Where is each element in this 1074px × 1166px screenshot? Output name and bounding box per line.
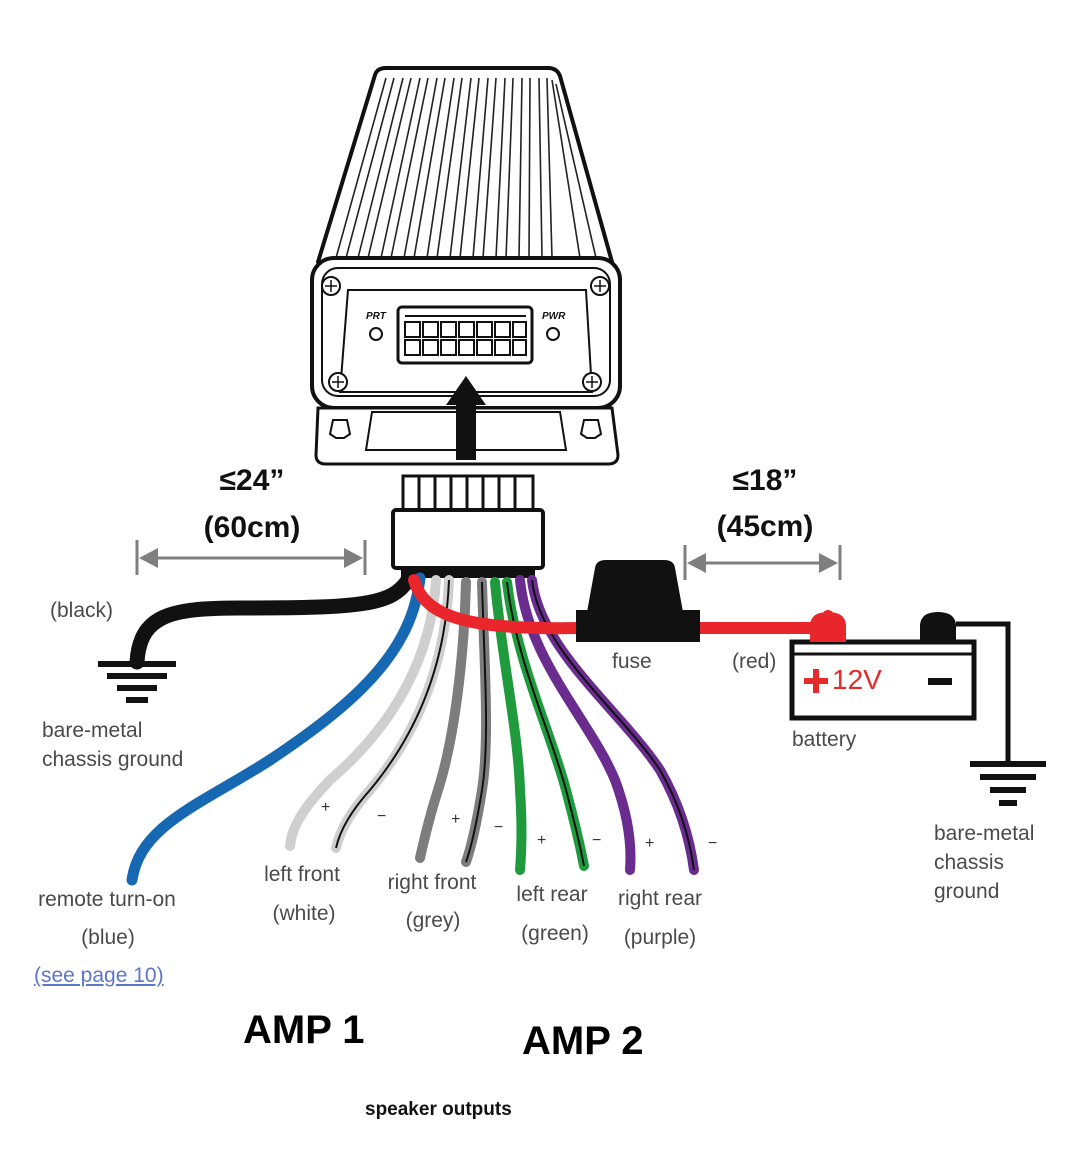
remote-label: remote turn-on xyxy=(38,888,176,911)
fuse-label: fuse xyxy=(612,650,652,673)
left-rear-label: left rear xyxy=(516,883,588,906)
purple-plus-wire xyxy=(515,575,636,875)
right-rear-label: right rear xyxy=(617,887,703,910)
grey-plus-mark: + xyxy=(451,811,461,828)
amplifier xyxy=(310,66,622,466)
pwr-led-label: PWR xyxy=(542,311,566,322)
purple-plus-mark: + xyxy=(645,835,655,852)
grey-plus-wire xyxy=(415,577,471,863)
fuse xyxy=(576,560,700,642)
left-front-label: left front xyxy=(264,863,340,886)
white-plus-mark: + xyxy=(321,799,331,816)
amp1-label: AMP 1 xyxy=(243,1008,365,1052)
left-front-color: (white) xyxy=(272,902,336,925)
remote-color: (blue) xyxy=(81,926,135,949)
ground-wire-right xyxy=(956,621,1011,762)
dimension-right xyxy=(683,545,842,580)
green-plus-mark: + xyxy=(537,832,547,849)
dimension-right-max: ≤18” xyxy=(732,464,798,497)
ground-right-line3: ground xyxy=(934,880,1000,903)
grey-minus-mark: − xyxy=(494,819,504,836)
ground-right-line1: bare-metal xyxy=(934,822,1035,845)
right-front-label: right front xyxy=(387,871,477,894)
insert-arrow xyxy=(446,376,486,460)
amp2-label: AMP 2 xyxy=(522,1019,644,1063)
battery xyxy=(789,612,977,721)
dimension-left xyxy=(135,540,367,575)
battery-label: battery xyxy=(792,728,857,751)
prt-led-label: PRT xyxy=(366,311,386,322)
right-front-color: (grey) xyxy=(405,909,461,932)
right-rear-color: (purple) xyxy=(623,926,697,949)
left-rear-color: (green) xyxy=(521,922,589,945)
blue-wire xyxy=(126,572,426,886)
harness-plug xyxy=(391,474,545,578)
ground-symbol-right xyxy=(970,761,1046,806)
dimension-left-max: ≤24” xyxy=(219,464,285,497)
red-wire-label: (red) xyxy=(732,650,777,673)
black-wire-label: (black) xyxy=(50,599,114,622)
ground-right-line2: chassis xyxy=(934,851,1005,874)
see-page-link[interactable]: (see page 10) xyxy=(34,964,164,987)
dimension-right-metric: (45cm) xyxy=(716,510,814,543)
ground-symbol-left xyxy=(98,661,176,703)
green-plus-wire xyxy=(490,577,527,875)
green-minus-mark: − xyxy=(592,832,602,849)
dimension-left-metric: (60cm) xyxy=(203,511,301,544)
battery-voltage: 12V xyxy=(832,664,882,695)
white-minus-mark: − xyxy=(377,808,387,825)
black-wire xyxy=(129,572,416,670)
white-plus-wire xyxy=(285,575,441,851)
speaker-outputs-caption: speaker outputs xyxy=(365,1099,512,1120)
ground-left-line2: chassis ground xyxy=(42,748,184,771)
purple-minus-mark: − xyxy=(708,835,718,852)
ground-left-line1: bare-metal xyxy=(42,719,143,742)
